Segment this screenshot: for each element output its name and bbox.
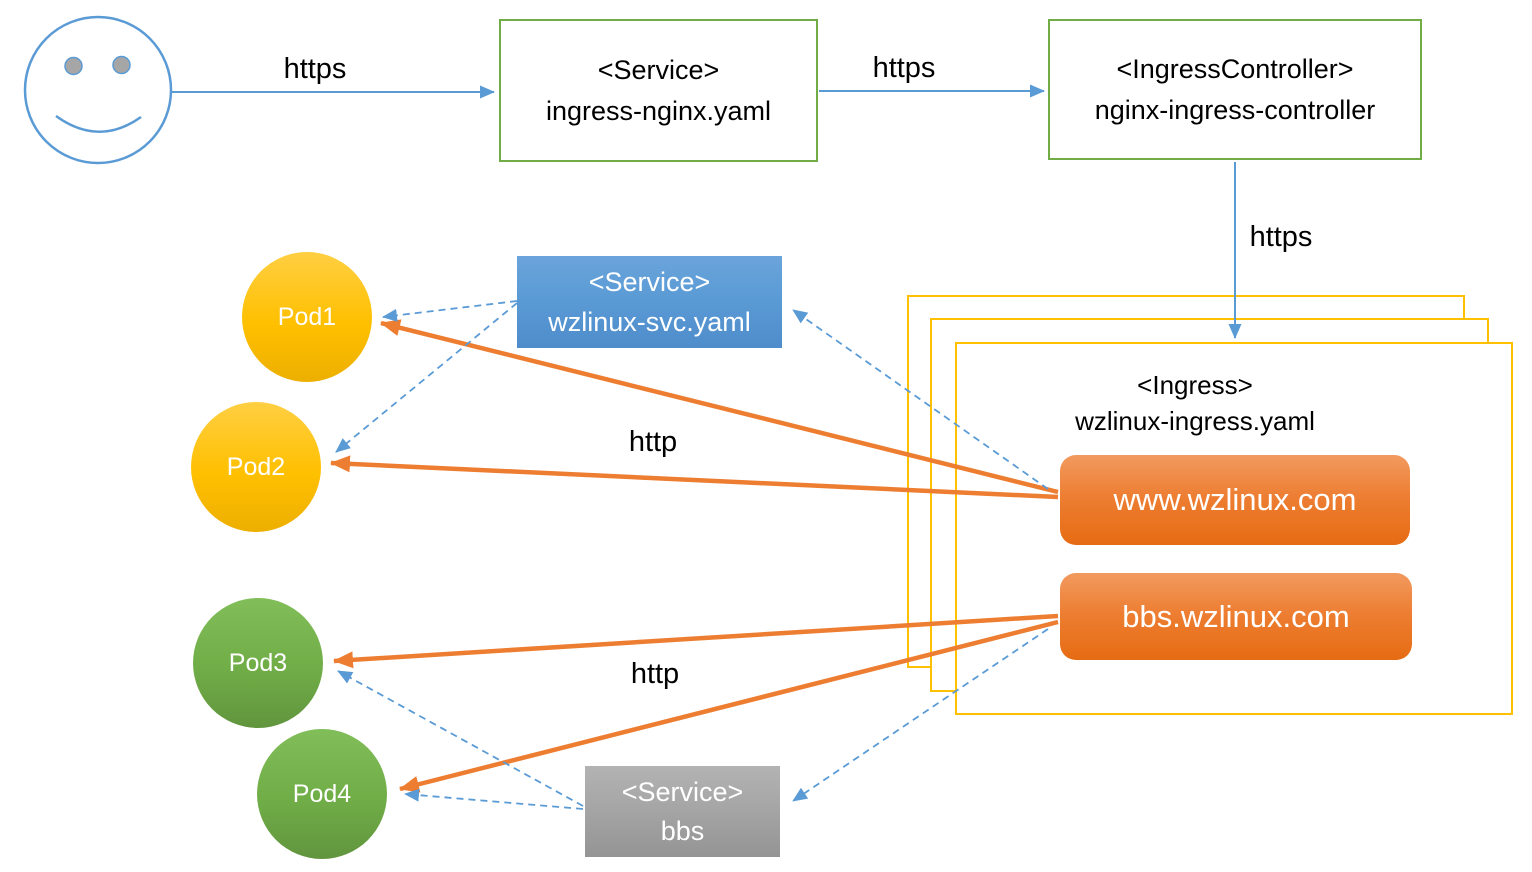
edge-label-http-bbs: http — [630, 658, 680, 690]
ingress-file-label: wzlinux-ingress.yaml — [1075, 406, 1315, 436]
ingress-controller-name: nginx-ingress-controller — [1094, 94, 1376, 125]
pod3-label: Pod3 — [228, 648, 288, 677]
service-wzlinux-node: <Service> wzlinux-svc.yaml — [517, 256, 782, 348]
edge-svc-bbs-to-pod4 — [404, 788, 584, 810]
ingress-node-title: <Ingress> wzlinux-ingress.yaml — [975, 367, 1415, 439]
service-bbs-node: <Service> bbs — [585, 766, 780, 857]
service-bbs-name: bbs — [660, 815, 705, 846]
smiley-mouth — [55, 114, 142, 133]
edge-label-http-www: http — [628, 426, 678, 458]
ingress-controller-kind: <IngressController> — [1116, 53, 1354, 84]
service-wzlinux-file: wzlinux-svc.yaml — [548, 307, 751, 337]
pod4-node: Pod4 — [257, 729, 387, 859]
edge-svc-wzlinux-to-pod1 — [382, 300, 518, 322]
service-ingress-nginx-kind: <Service> — [597, 54, 720, 85]
edge-label-https-controller: https — [1249, 221, 1313, 253]
pod1-node: Pod1 — [242, 252, 372, 382]
service-ingress-nginx-node: <Service> ingress-nginx.yaml — [499, 19, 818, 162]
pod3-node: Pod3 — [193, 598, 323, 728]
user-smiley-icon — [23, 15, 173, 165]
pod4-label: Pod4 — [292, 779, 352, 808]
service-ingress-nginx-file: ingress-nginx.yaml — [545, 95, 772, 126]
pod1-label: Pod1 — [277, 302, 337, 331]
ingress-rule-bbs: bbs.wzlinux.com — [1060, 573, 1412, 660]
ingress-rule-www: www.wzlinux.com — [1060, 455, 1410, 545]
service-wzlinux-kind: <Service> — [588, 267, 711, 297]
pod2-node: Pod2 — [191, 402, 321, 532]
ingress-rule-www-label: www.wzlinux.com — [1113, 482, 1357, 517]
ingress-kind-label: <Ingress> — [1137, 370, 1253, 400]
ingress-controller-node: <IngressController> nginx-ingress-contro… — [1048, 19, 1422, 160]
service-bbs-kind: <Service> — [621, 776, 744, 807]
pod2-label: Pod2 — [226, 452, 286, 481]
smiley-eye-left — [64, 56, 83, 76]
smiley-eye-right — [112, 55, 131, 75]
edge-label-https-user: https — [283, 53, 347, 85]
edge-label-https-service: https — [872, 52, 936, 84]
ingress-rule-bbs-label: bbs.wzlinux.com — [1122, 598, 1350, 634]
